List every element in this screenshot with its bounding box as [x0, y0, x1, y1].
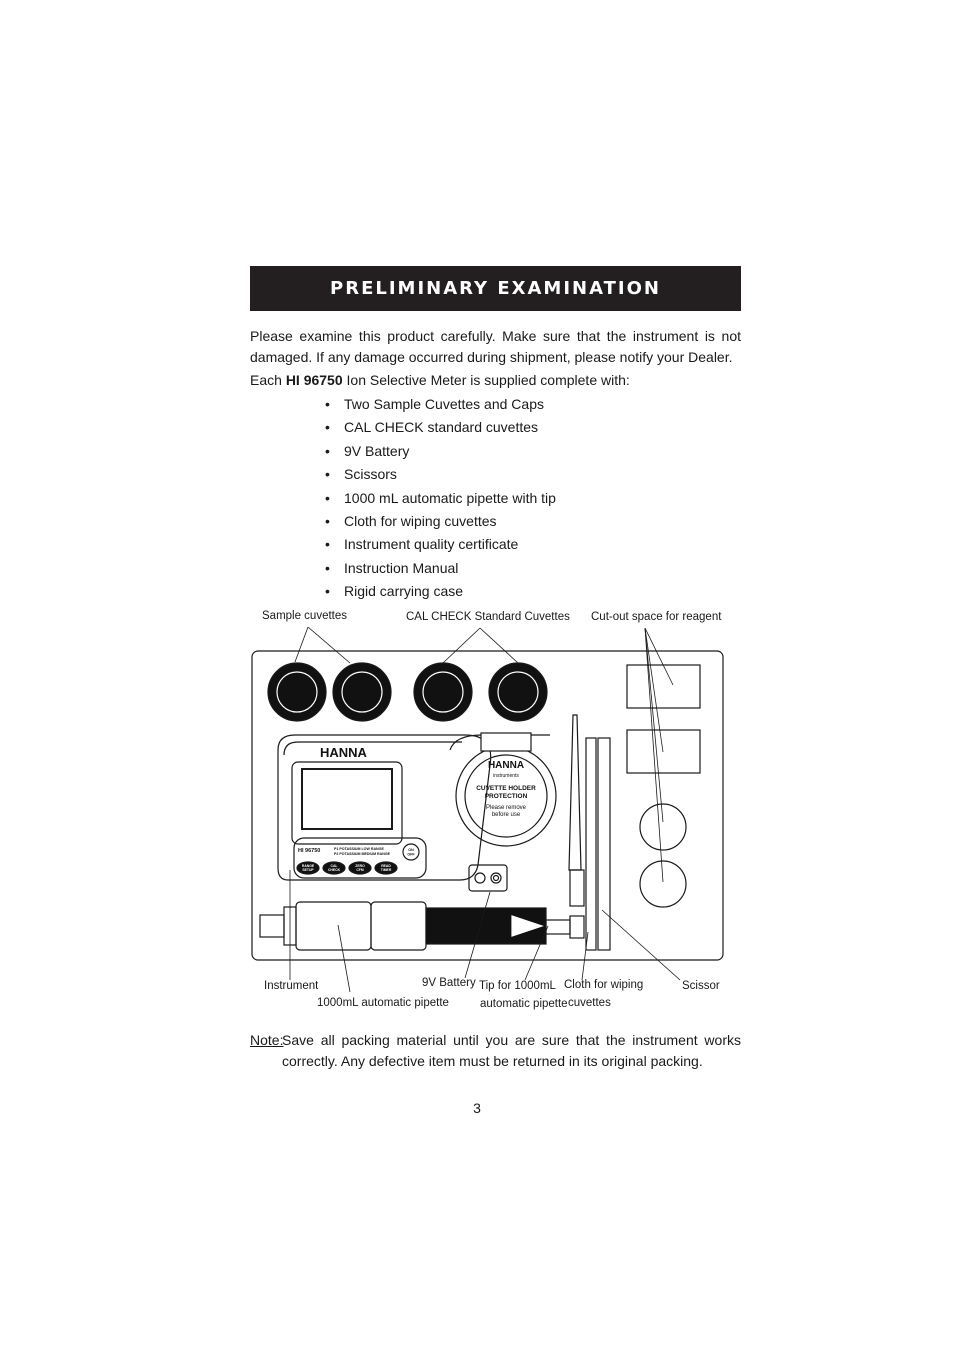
meter-button-label: CHECK: [328, 868, 341, 872]
label-sample-cuvettes: Sample cuvettes: [262, 610, 348, 622]
intro-paragraph: Please examine this product carefully. M…: [250, 328, 741, 365]
list-item: Rigid carrying case: [322, 580, 556, 603]
label-cloth-line1: Cloth for wiping: [564, 979, 644, 991]
list-item: Two Sample Cuvettes and Caps: [322, 393, 556, 416]
label-cloth-line2: cuvettes: [568, 997, 611, 1009]
note-paragraph: Note: Save all packing material until yo…: [250, 1030, 741, 1072]
case-outline: [251, 650, 724, 961]
battery: [468, 864, 508, 892]
svg-text:Please remove: Please remove: [486, 805, 527, 811]
intro-suffix: Ion Selective Meter is supplied complete…: [346, 372, 630, 388]
cloth: [585, 737, 597, 951]
cal-check-cuvette-2: [488, 662, 548, 722]
list-item: Instrument quality certificate: [322, 533, 556, 556]
section-title: PRELIMINARY EXAMINATION: [330, 278, 661, 299]
section-title-bar: PRELIMINARY EXAMINATION: [250, 266, 741, 311]
meter-button-label: SETUP: [302, 868, 314, 872]
label-cutout: Cut-out space for reagent: [591, 611, 722, 623]
meter-button-label: READ: [381, 864, 391, 868]
meter-brand: HANNA: [320, 745, 368, 760]
list-item: CAL CHECK standard cuvettes: [322, 416, 556, 439]
list-item: 9V Battery: [322, 440, 556, 463]
list-item: 1000 mL automatic pipette with tip: [322, 487, 556, 510]
cal-check-cuvette-1: [413, 662, 473, 722]
reagent-cutout-1: [626, 664, 701, 709]
svg-text:P1 POTASSIUM LOW RANGE: P1 POTASSIUM LOW RANGE: [334, 847, 384, 851]
label-battery: 9V Battery: [422, 977, 476, 989]
meter-button-label: CFM: [356, 868, 364, 872]
reagent-cutout-4: [639, 860, 687, 908]
meter-button-label: RANGE: [302, 864, 315, 868]
label-pipette: 1000mL automatic pipette: [317, 997, 449, 1009]
meter-button-label: CAL: [331, 864, 338, 868]
svg-text:CUVETTE HOLDER: CUVETTE HOLDER: [476, 785, 536, 792]
note-label: Note:: [250, 1032, 284, 1048]
svg-text:instruments: instruments: [493, 773, 519, 779]
scissor: [597, 737, 611, 951]
meter-display-bezel: [291, 761, 403, 845]
reagent-cutout-3: [639, 803, 687, 851]
label-instrument: Instrument: [264, 980, 319, 992]
list-item: Scissors: [322, 463, 556, 486]
label-cal-check: CAL CHECK Standard Cuvettes: [406, 611, 570, 623]
list-item: Cloth for wiping cuvettes: [322, 510, 556, 533]
reagent-cutout-2: [626, 729, 701, 774]
intro-supplied-line: Each HI 96750 Ion Selective Meter is sup…: [250, 370, 741, 391]
meter-keypad: [293, 837, 427, 879]
label-tip-line1: Tip for 1000mL: [479, 980, 556, 992]
svg-text:before use: before use: [492, 812, 521, 818]
pipette-cap: [259, 914, 285, 938]
sample-cuvette-1: [267, 662, 327, 722]
meter-button-label: ZERO: [355, 864, 365, 868]
cuvette-holder-inner: [464, 754, 548, 838]
pipette-body: [295, 901, 372, 951]
list-item: Instruction Manual: [322, 557, 556, 580]
note-text: Save all packing material until you are …: [282, 1032, 741, 1069]
intro-prefix: Each: [250, 372, 282, 388]
sample-cuvette-2: [332, 662, 392, 722]
supplied-items-list: Two Sample Cuvettes and Caps CAL CHECK s…: [322, 393, 556, 604]
meter-model: HI 96750: [298, 848, 320, 854]
svg-text:P2 POTASSIUM MEDIUM RANGE: P2 POTASSIUM MEDIUM RANGE: [334, 852, 391, 856]
label-scissor: Scissor: [682, 980, 720, 992]
pipette-tip: [568, 714, 582, 871]
case-illustration: HANNA HI 96750 P1 POTASSIUM LOW RANGE P2…: [251, 626, 724, 993]
model-name: HI 96750: [285, 372, 343, 388]
page-number: 3: [473, 1100, 481, 1116]
svg-text:HANNA: HANNA: [488, 760, 524, 771]
meter-display: [301, 768, 393, 830]
label-tip-line2: automatic pipette: [480, 998, 568, 1010]
meter-onoff-label: OFF: [407, 853, 415, 857]
meter-button-label: TIMER: [381, 868, 392, 872]
meter-onoff-label: ON: [408, 848, 414, 852]
carrying-case-diagram: HANNA HI 96750 P1 POTASSIUM LOW RANGE P2…: [250, 600, 741, 1020]
svg-text:PROTECTION: PROTECTION: [485, 793, 528, 800]
